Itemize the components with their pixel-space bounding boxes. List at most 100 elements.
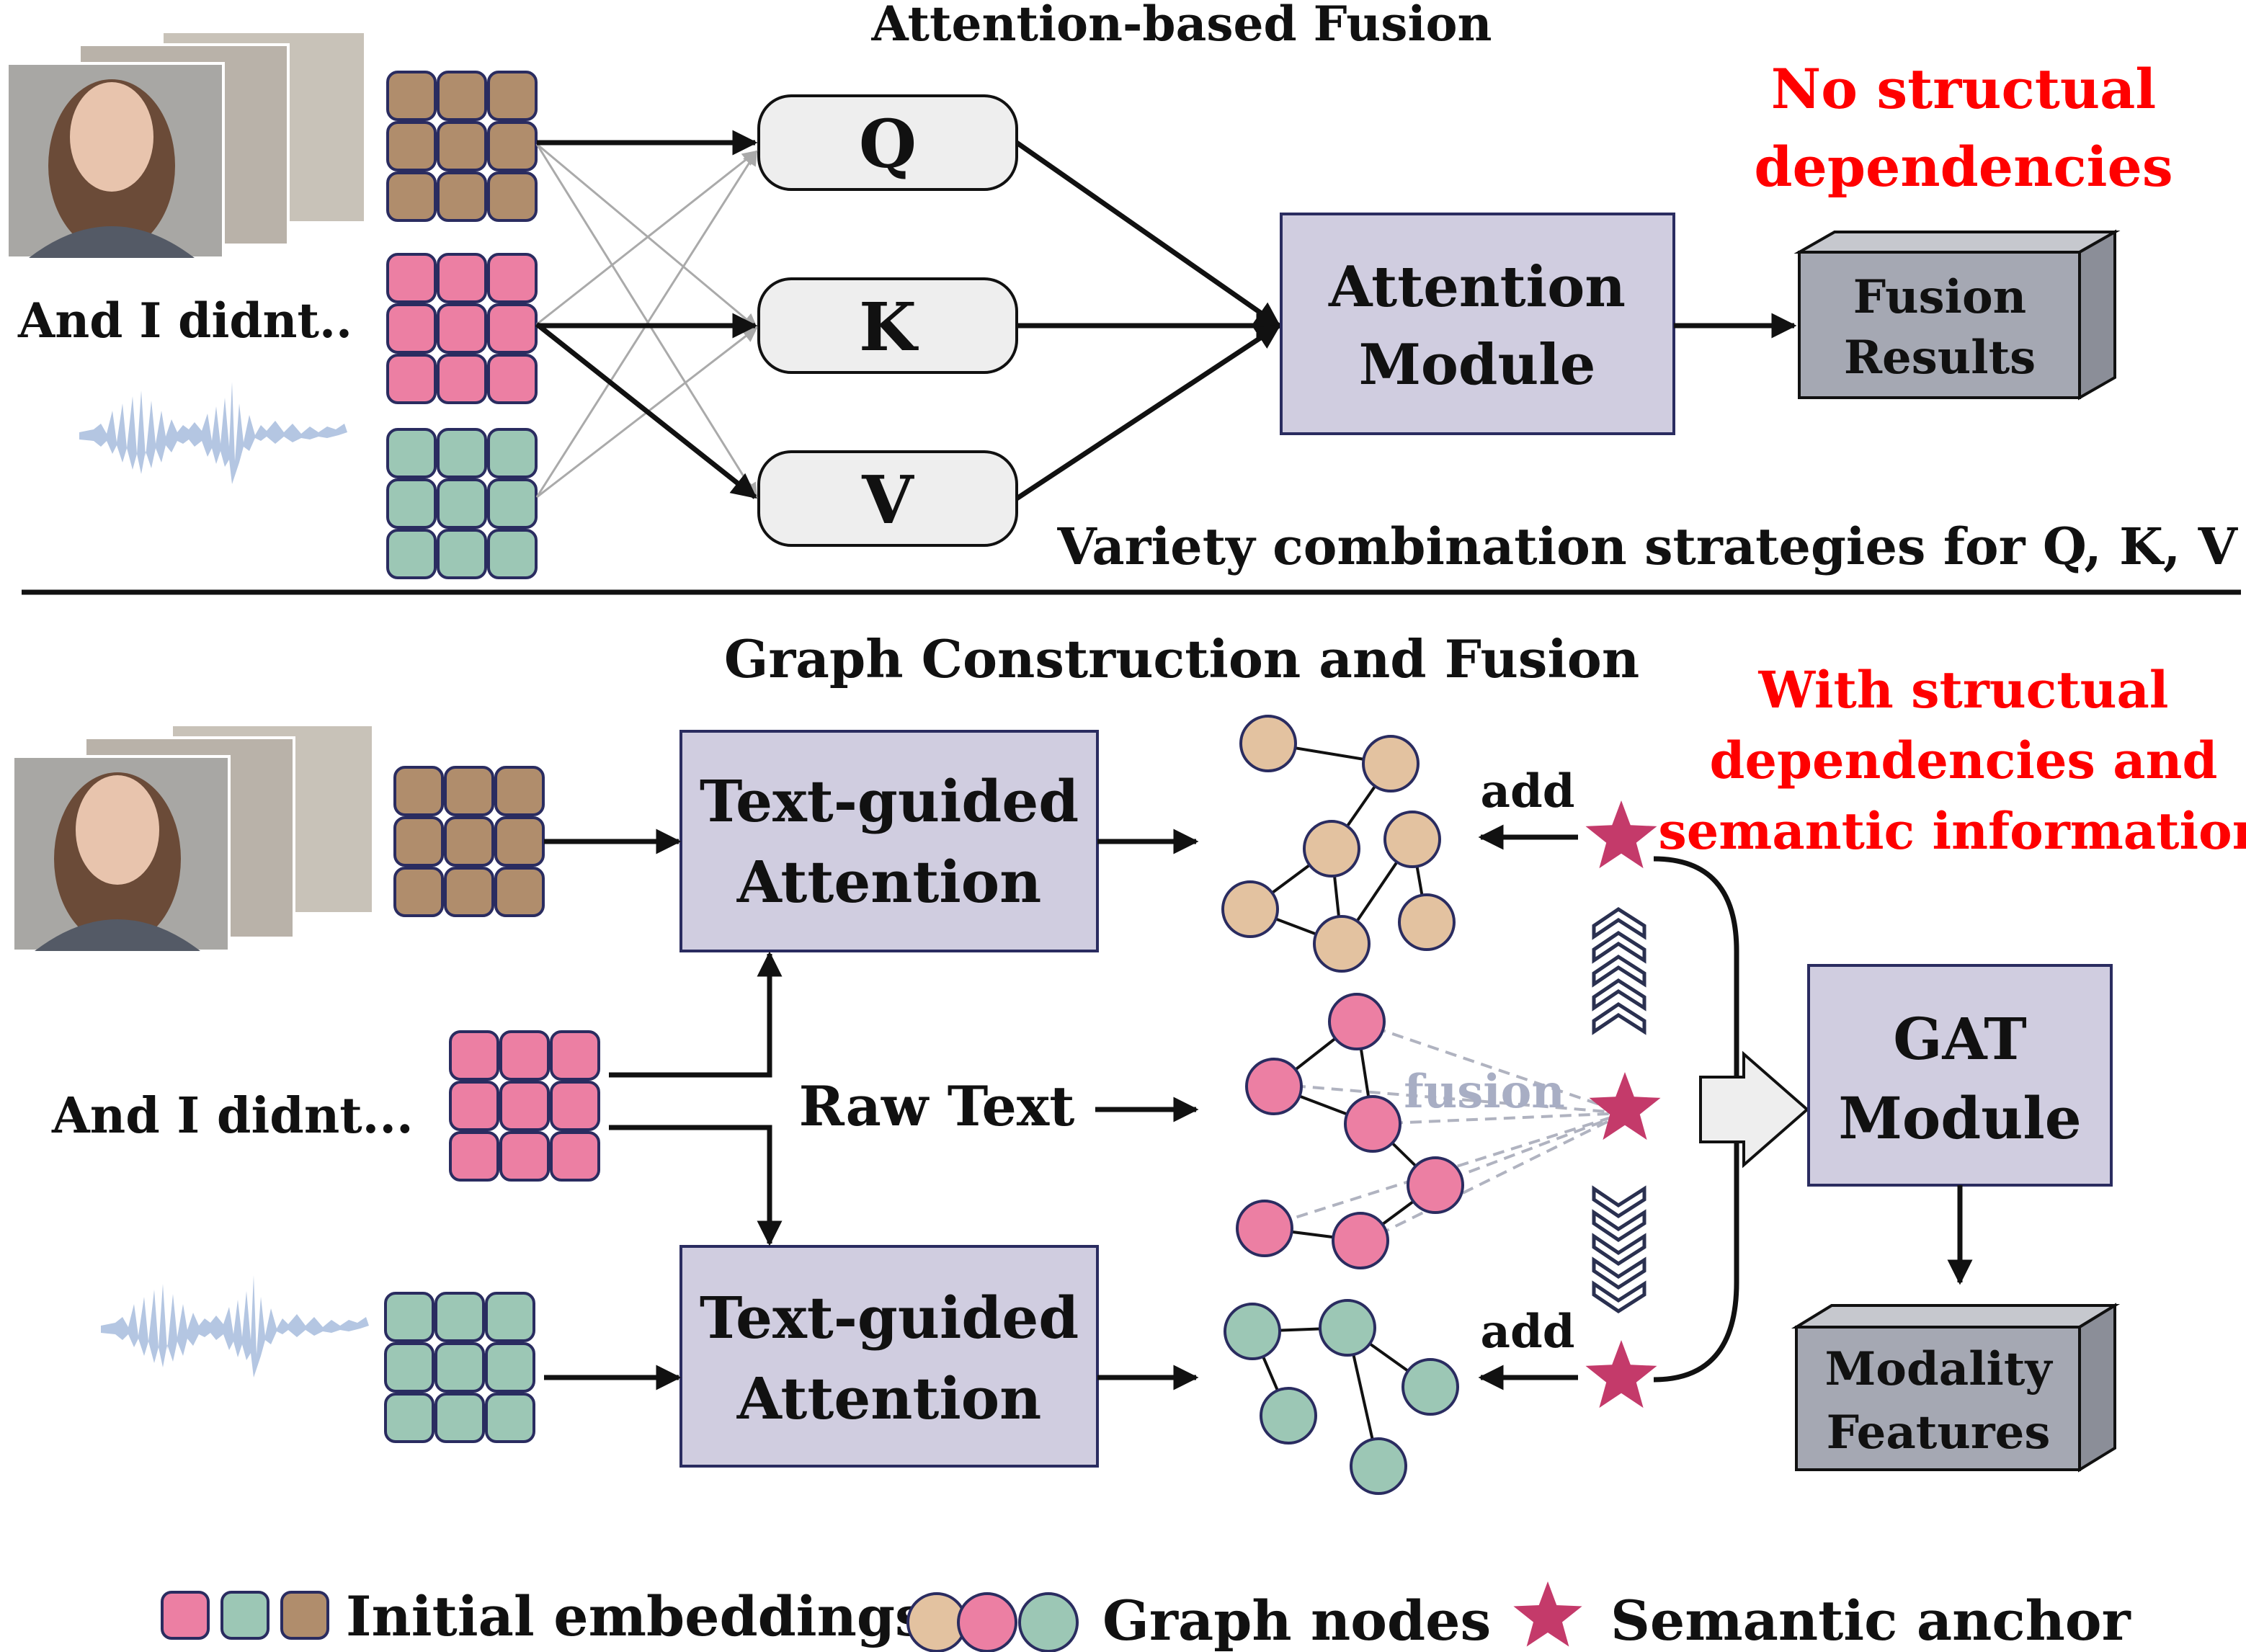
embedding-cell [437,303,487,354]
embedding-cell [386,478,437,529]
legend-node-pink [957,1592,1017,1652]
hollow-arrow [1699,1050,1810,1169]
embedding-cell [499,1131,550,1182]
embedding-cell [393,766,444,816]
fusion-results-line1: Fusion [1853,270,2026,324]
cross-connections [535,143,758,499]
text-guided-attention-visual: Text-guided Attention [679,730,1099,952]
embedding-cell [384,1292,435,1342]
top-caption: Variety combination strategies for Q, K,… [1056,517,2238,576]
embedding-cell [437,354,487,404]
graph-node [1260,1387,1317,1445]
embedding-cell [386,71,437,121]
embedding-cell [494,867,545,917]
legend-anchor-star-icon [1513,1581,1582,1647]
embedding-cell [435,1292,485,1342]
embedding-cell [449,1030,499,1081]
attention-module-line2: Module [1359,332,1596,398]
embedding-cell [487,529,538,579]
semantic-anchor-star-middle [1589,1072,1661,1140]
graph-node [1383,811,1441,868]
modality-features-line2: Features [1827,1406,2051,1460]
pink-graph [1236,993,1464,1269]
legend-nodes-label: Graph nodes [1102,1589,1491,1652]
graph-node [1362,735,1420,792]
bottom-note-line3: semantic information [1658,801,2246,861]
visual-embedding-grid [386,71,538,222]
embedding-cell [386,121,437,171]
text-sample-top: And I didnt.. [17,293,352,349]
bottom-note-line2: dependencies and [1710,731,2218,790]
tan-graph [1221,715,1456,973]
graph-node [1313,915,1371,973]
fusion-results-line2: Results [1844,331,2036,385]
graph-node [1221,880,1279,938]
qkv-to-attention-arrows [1015,140,1282,501]
gat-module: GAT Module [1807,964,2113,1187]
embedding-cell [435,1393,485,1443]
graph-node [1303,820,1360,878]
text-embedding-grid [386,253,538,404]
k-box: K [757,277,1018,374]
modality-features-line1: Modality [1824,1342,2053,1396]
graph-node [1236,1200,1293,1257]
legend-node-green [1018,1592,1079,1652]
embedding-cell [386,253,437,303]
graph-node [1332,1212,1389,1269]
embedding-cell [494,766,545,816]
graph-node [1239,715,1297,772]
embedding-cell [487,253,538,303]
embedding-cell [485,1292,535,1342]
embedding-cell [485,1342,535,1393]
embedding-cell [449,1131,499,1182]
embedding-cell [386,428,437,478]
embedding-cell [487,428,538,478]
legend-anchor-star [1513,1581,1582,1647]
embedding-cell [485,1393,535,1443]
embedding-cell [393,816,444,867]
embedding-cell [494,816,545,867]
modality-features-box: Modality Features [1791,1303,2121,1473]
embedding-cell [386,529,437,579]
embedding-cell [437,71,487,121]
embedding-cell [487,171,538,222]
top-note-line2: dependencies [1754,135,2173,199]
green-graph [1224,1299,1459,1495]
embedding-cell [487,478,538,529]
embedding-cell [435,1342,485,1393]
q-box: Q [757,94,1018,191]
tga-audio-line2: Attention [736,1365,1042,1432]
embedding-cell [487,303,538,354]
embedding-cell [550,1081,600,1131]
attention-module-line1: Attention [1328,254,1626,320]
graph-node [1350,1437,1407,1495]
embedding-cell [550,1030,600,1081]
audio-waveform-top [79,382,347,484]
anchor-bracket [1653,856,1739,1383]
visual-embedding-grid [393,766,545,917]
embedding-cell [487,71,538,121]
tga-visual-line2: Attention [736,848,1042,916]
gat-line1: GAT [1893,1005,2027,1073]
qkv-arrows [535,130,758,499]
audio-embedding-grid [384,1292,535,1443]
embedding-cell [444,867,494,917]
q-label: Q [859,105,917,183]
k-label: K [859,288,919,366]
bottom-arrows [544,824,1578,1390]
text-embedding-grid [449,1030,600,1182]
embedding-cell [437,121,487,171]
graph-node [1328,993,1386,1050]
legend-embeddings-label: Initial embeddings [346,1584,926,1648]
tga-audio-line1: Text-guided [700,1284,1079,1352]
embedding-cell [449,1081,499,1131]
embedding-cell [393,867,444,917]
embedding-cell [499,1081,550,1131]
embedding-cell [444,816,494,867]
embedding-cell [386,303,437,354]
graph-node [1245,1058,1303,1115]
top-title: Attention-based Fusion [870,0,1492,52]
embedding-cell [550,1131,600,1182]
audio-embedding-grid [386,428,538,579]
